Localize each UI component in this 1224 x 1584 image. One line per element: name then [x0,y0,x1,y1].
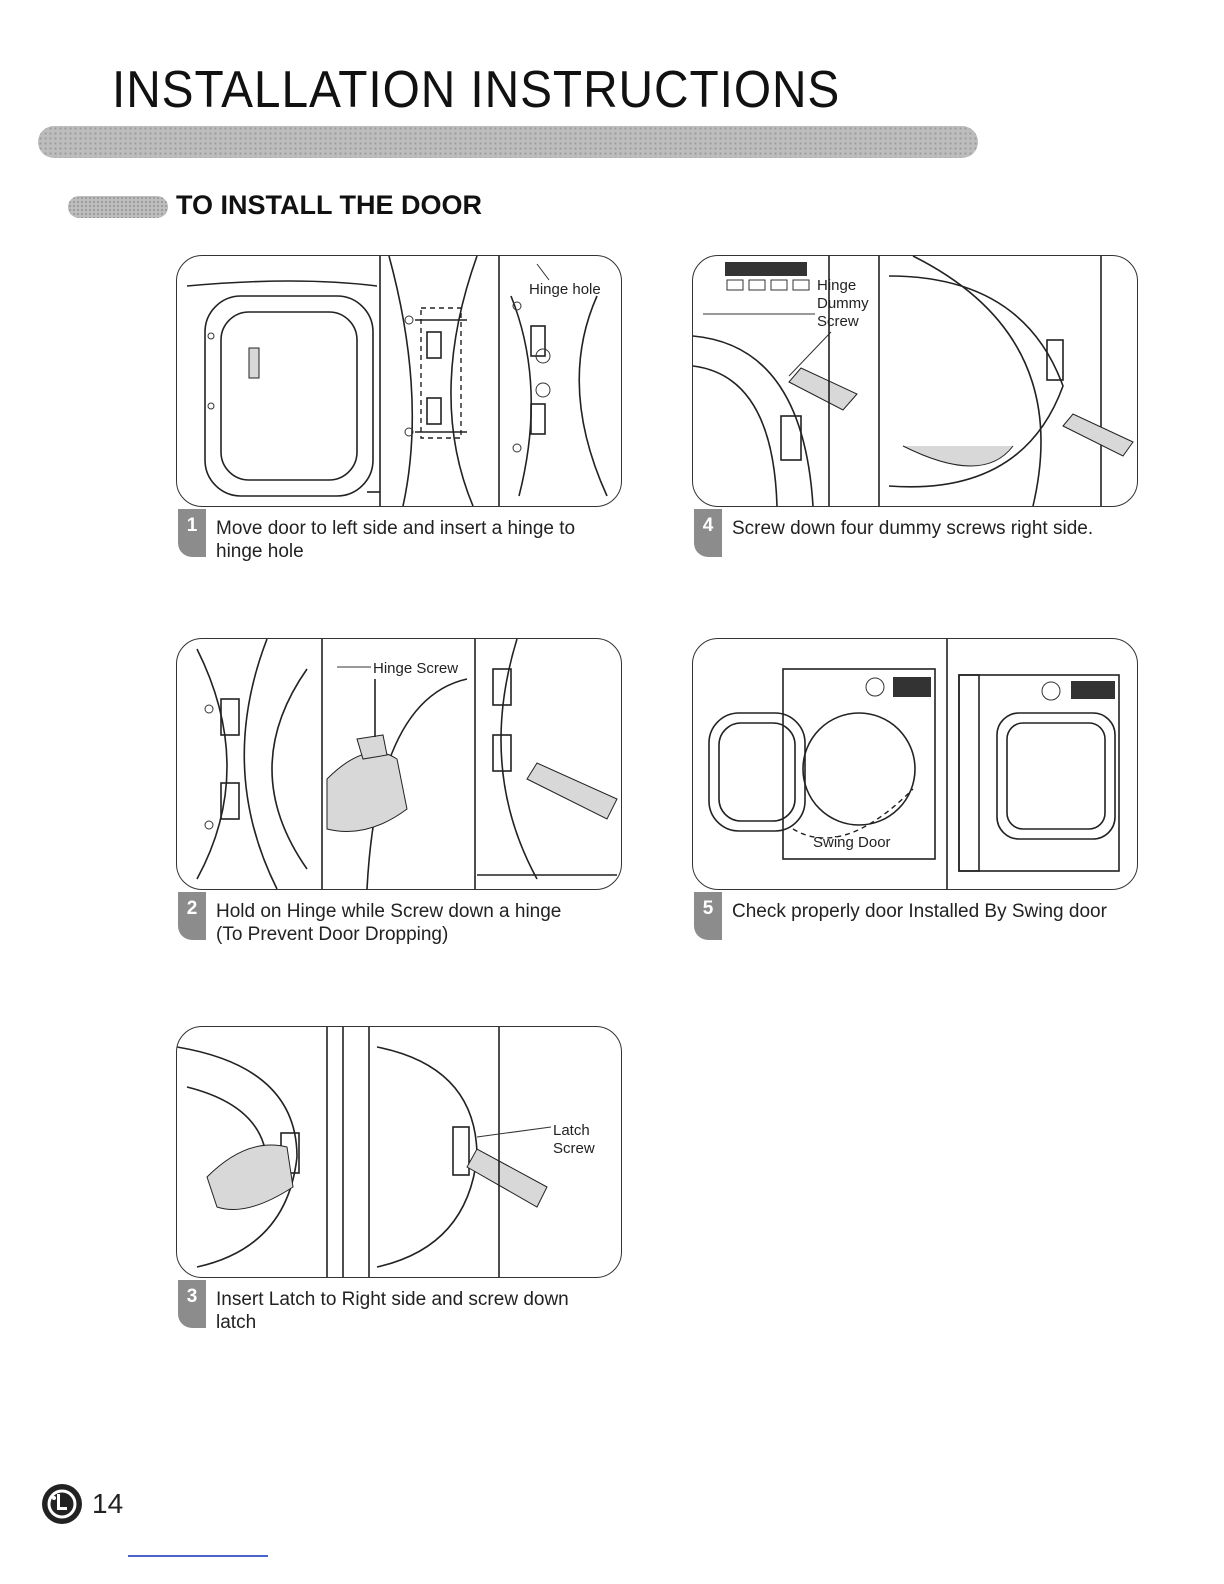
callout-dummy: Dummy [817,295,869,312]
step-1-illustration: Hinge hole [176,255,622,507]
callout-hinge: Hinge [817,277,856,294]
dummy-screw-diagram: Hinge Dummy Screw [693,256,1134,506]
step-2-illustration: Hinge Screw [176,638,622,890]
page-number: 14 [92,1488,124,1519]
callout-hinge-screw: Hinge Screw [373,660,458,677]
step-3-illustration: Latch Screw [176,1026,622,1278]
section-heading: TO INSTALL THE DOOR [176,190,483,220]
section-pill [68,196,168,218]
step-2: Hinge Screw 2 Hold on Hinge while Screw … [176,638,622,968]
step-1: Hinge hole 1 Move door to left side and … [176,255,622,585]
step-2-caption-line1: Hold on Hinge while Screw down a hinge [216,901,562,922]
step-5: Swing Door 5 Check properly door Install… [692,638,1138,968]
door-hinge-diagram: Hinge hole [186,256,608,506]
step-4: Hinge Dummy Screw 4 Screw down four dumm… [692,255,1138,585]
step-3-badge: 3 [178,1280,206,1328]
hinge-screw-diagram: Hinge Screw [196,639,618,889]
callout-swing-door: Swing Door [813,834,891,851]
swing-door-diagram: Swing Door [708,639,1120,889]
step-3-caption-line1: Insert Latch to Right side and screw dow… [216,1289,569,1310]
step-3-caption-line2: latch [216,1312,257,1333]
step-2-caption-line2: (To Prevent Door Dropping) [216,924,449,945]
step-4-badge: 4 [694,509,722,557]
lg-logo-icon [42,1484,82,1524]
callout-latch-screw: Screw [553,1140,595,1157]
latch-screw-diagram: Latch Screw [177,1027,595,1277]
step-4-illustration: Hinge Dummy Screw [692,255,1138,507]
step-1-badge: 1 [178,509,206,557]
callout-latch: Latch [553,1122,590,1139]
callout-hinge-hole: Hinge hole [529,281,601,298]
step-4-caption-line1: Screw down four dummy screws right side. [732,518,1094,539]
title-bar [38,126,978,158]
callout-screw: Screw [817,313,859,330]
page-title: INSTALLATION INSTRUCTIONS [112,61,841,119]
footer-rule [128,1555,268,1557]
step-3: Latch Screw 3 Insert Latch to Right side… [176,1026,622,1356]
step-2-badge: 2 [178,892,206,940]
step-1-caption-line2: hinge hole [216,541,304,562]
step-5-badge: 5 [694,892,722,940]
step-5-illustration: Swing Door [692,638,1138,890]
step-5-caption-line1: Check properly door Installed By Swing d… [732,901,1107,922]
step-1-caption-line1: Move door to left side and insert a hing… [216,518,576,539]
